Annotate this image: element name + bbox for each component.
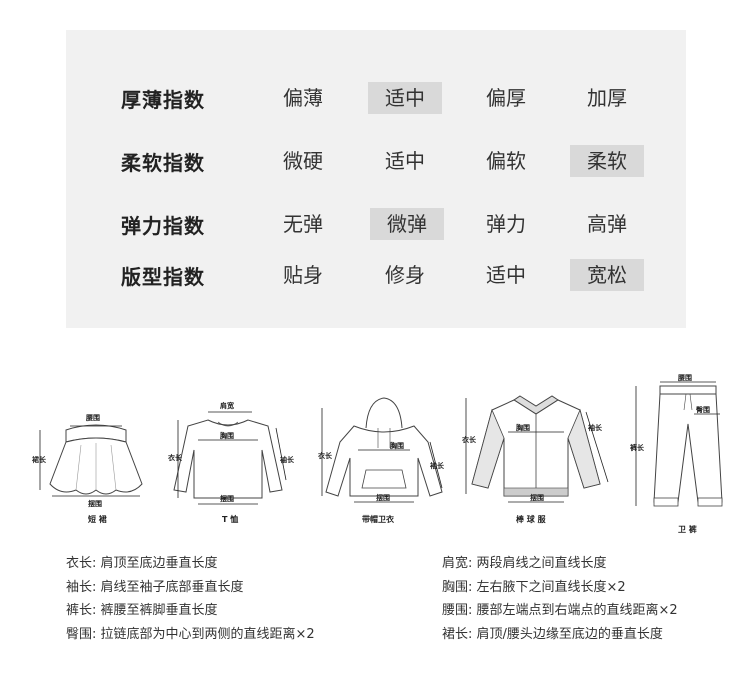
- hoodie-caption: 带帽卫衣: [362, 515, 394, 524]
- tshirt-bottom-label: 摆围: [220, 494, 234, 503]
- index-row-thickness: 厚薄指数 偏薄 适中 偏厚 加厚: [66, 82, 686, 116]
- measurement-diagrams: 腰围 裙长 摆围 短 裙 肩宽 胸围 衣长 袖长 摆围 T 恤: [0, 370, 750, 534]
- index-option: 偏软: [486, 149, 526, 173]
- index-option: 修身: [385, 263, 425, 287]
- definition-item: 腰围: 腰部左端点到右端点的直线距离×2: [442, 603, 678, 618]
- baseball-caption: 棒 球 服: [516, 515, 546, 524]
- pants-hip-label: 臀围: [696, 405, 710, 414]
- definition-item: 臀围: 拉链底部为中心到两侧的直线距离×2: [66, 626, 315, 642]
- index-option: 偏薄: [283, 86, 323, 110]
- hoodie-side-label: 衣长: [318, 451, 333, 460]
- index-row-fit: 版型指数 贴身 修身 适中 宽松: [66, 259, 686, 293]
- baseball-sleeve-label: 袖长: [587, 423, 603, 432]
- index-label: 版型指数: [121, 265, 205, 289]
- index-option: 适中: [486, 263, 526, 287]
- index-option: 加厚: [587, 86, 627, 110]
- index-option: 偏厚: [486, 86, 526, 110]
- pants-top-label: 腰围: [677, 373, 692, 382]
- tshirt-caption: T 恤: [222, 515, 239, 524]
- definition-item: 衣长: 肩顶至底边垂直长度: [66, 556, 218, 571]
- index-label: 柔软指数: [121, 151, 205, 175]
- definitions-right: 肩宽: 两段肩线之间直线长度 胸围: 左右腋下之间直线长度×2 腰围: 腰部左端…: [442, 552, 678, 646]
- hoodie-drawing: 胸围 衣长 袖长 摆围: [318, 397, 445, 503]
- pants-side-label: 裤长: [629, 443, 645, 452]
- tshirt-sleeve-label: 袖长: [279, 455, 295, 464]
- skirt-drawing: 腰围 裙长 摆围: [31, 413, 143, 508]
- skirt-diagram: 腰围 裙长 摆围 短 裙: [31, 410, 156, 524]
- definition-item: 袖长: 肩线至袖子底部垂直长度: [66, 579, 244, 595]
- index-option: 微硬: [283, 149, 323, 173]
- index-label: 弹力指数: [121, 214, 205, 238]
- index-option: 高弹: [587, 212, 627, 236]
- skirt-top-label: 腰围: [85, 413, 100, 422]
- index-option: 适中: [385, 149, 425, 173]
- pants-caption: 卫 裤: [678, 525, 697, 534]
- skirt-side-label: 裙长: [31, 455, 47, 464]
- baseball-jacket-drawing: 胸围 衣长 袖长 摆围: [462, 395, 609, 503]
- skirt-bottom-label: 摆围: [88, 499, 102, 508]
- index-option-selected: 微弹: [370, 208, 444, 240]
- definition-item: 裤长: 裤腰至裤脚垂直长度: [66, 603, 218, 618]
- index-row-softness: 柔软指数 微硬 适中 偏软 柔软: [66, 145, 686, 179]
- index-option: 贴身: [283, 263, 323, 287]
- tshirt-drawing: 肩宽 胸围 衣长 袖长 摆围: [168, 401, 295, 505]
- skirt-caption: 短 裙: [88, 515, 107, 524]
- definition-item: 裙长: 肩顶/腰头边缘至底边的垂直长度: [442, 626, 663, 642]
- definition-item: 肩宽: 两段肩线之间直线长度: [442, 556, 607, 571]
- index-option-selected: 适中: [368, 82, 442, 114]
- baseball-jacket-diagram: 胸围 衣长 袖长 摆围 棒 球 服: [462, 384, 612, 524]
- index-option: 无弹: [283, 212, 323, 236]
- tshirt-side-label: 衣长: [168, 453, 183, 462]
- hoodie-bottom-label: 摆围: [376, 493, 390, 502]
- index-label: 厚薄指数: [121, 88, 205, 112]
- baseball-bottom-label: 摆围: [530, 493, 544, 502]
- sweatpants-diagram: 腰围 臀围 裤长 卫 裤: [626, 373, 726, 534]
- index-option-selected: 宽松: [570, 259, 644, 291]
- tshirt-diagram: 肩宽 胸围 衣长 袖长 摆围 T 恤: [168, 400, 298, 524]
- hoodie-sleeve-label: 袖长: [429, 461, 445, 470]
- index-row-elasticity: 弹力指数 无弹 微弹 弹力 高弹: [66, 208, 686, 242]
- definitions-left: 衣长: 肩顶至底边垂直长度 袖长: 肩线至袖子底部垂直长度 裤长: 裤腰至裤脚垂…: [66, 552, 315, 646]
- baseball-chest-label: 胸围: [516, 423, 530, 432]
- tshirt-chest-label: 胸围: [220, 431, 234, 440]
- sweatpants-drawing: 腰围 臀围 裤长: [629, 373, 723, 507]
- tshirt-top-label: 肩宽: [219, 401, 234, 410]
- hoodie-diagram: 胸围 衣长 袖长 摆围 带帽卫衣: [318, 392, 448, 524]
- definition-item: 胸围: 左右腋下之间直线长度×2: [442, 579, 626, 595]
- hoodie-chest-label: 胸围: [390, 441, 404, 450]
- fabric-index-panel: 厚薄指数 偏薄 适中 偏厚 加厚 柔软指数 微硬 适中 偏软 柔软 弹力指数 无…: [66, 30, 686, 328]
- baseball-side-label: 衣长: [462, 435, 477, 444]
- index-option-selected: 柔软: [570, 145, 644, 177]
- index-option: 弹力: [486, 212, 526, 236]
